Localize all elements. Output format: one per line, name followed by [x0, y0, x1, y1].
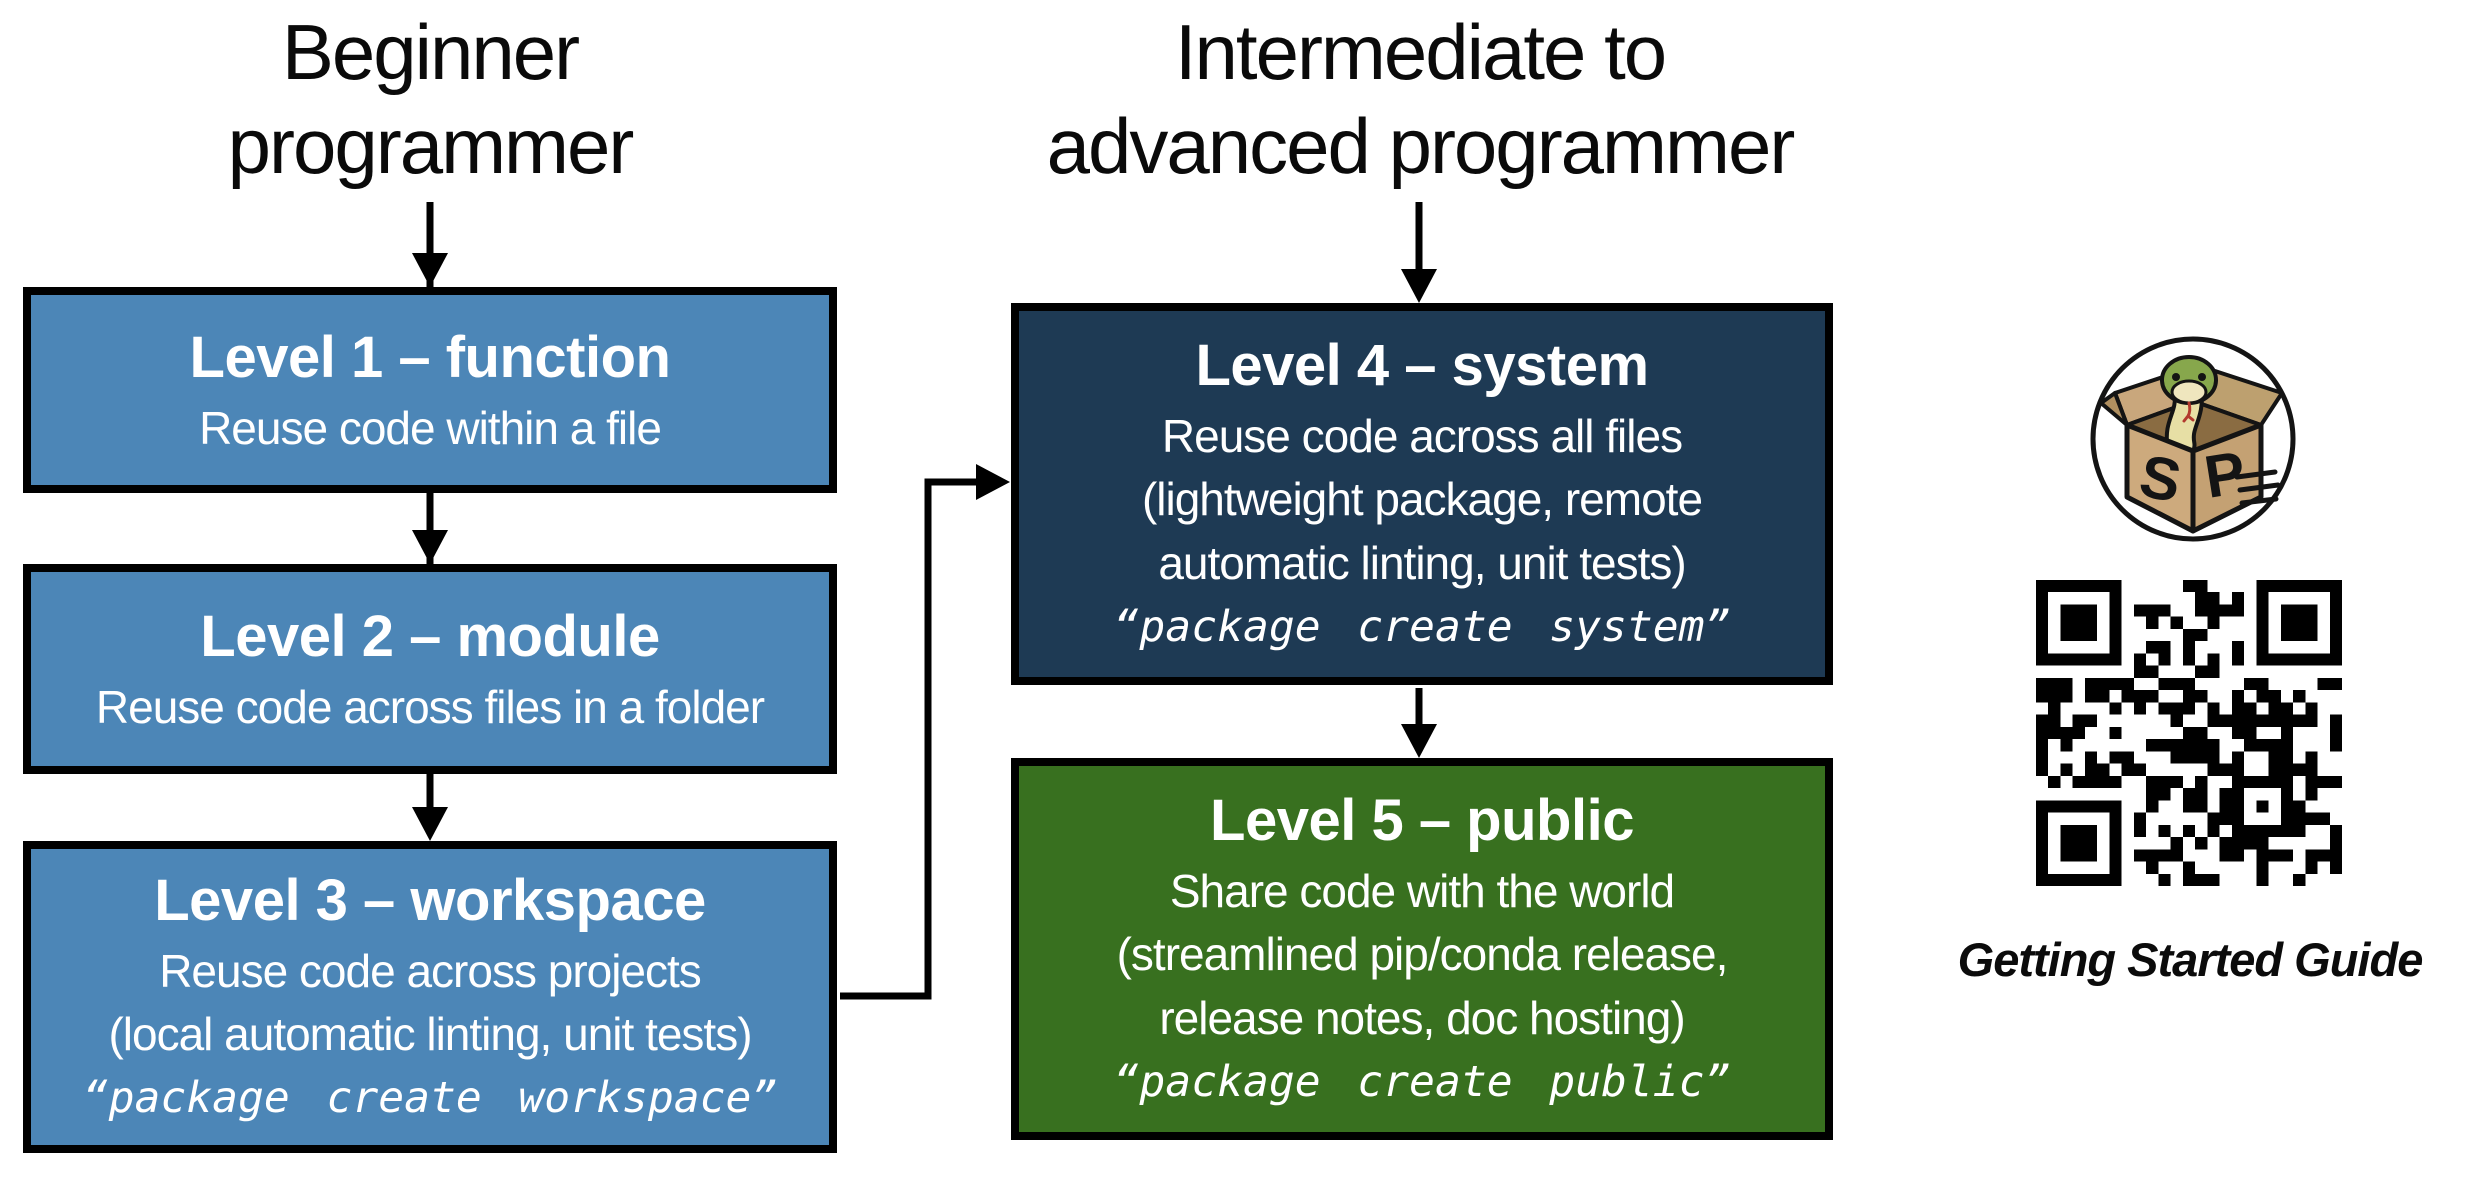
heading-beginner: Beginner programmer [80, 6, 780, 193]
qr-code [2036, 580, 2342, 886]
arrowhead-level5-top [1401, 724, 1437, 758]
level-3-desc1: Reuse code across projects [159, 944, 702, 997]
level-4-desc3: automatic linting, unit tests) [1158, 536, 1686, 589]
snake-in-package-box-logo-icon: S P [2090, 336, 2296, 542]
level-5-box: Level 5 – public Share code with the wor… [1011, 758, 1833, 1140]
heading-intermediate-line2: advanced programmer [1046, 101, 1796, 190]
elbow-connector-level3-to-level4 [840, 478, 976, 1000]
level-4-box: Level 4 – system Reuse code across all f… [1011, 303, 1833, 685]
arrowhead-level4-top [1401, 269, 1437, 303]
level-2-desc: Reuse code across files in a folder [95, 680, 765, 733]
snake-icon [2160, 355, 2218, 461]
heading-beginner-line1: Beginner [281, 8, 580, 96]
level-4-title: Level 4 – system [1195, 333, 1649, 399]
level-5-command: “package create public” [1113, 1057, 1731, 1108]
level-3-desc2: (local automatic linting, unit tests) [108, 1008, 752, 1061]
level-2-title: Level 2 – module [200, 603, 660, 669]
arrowhead-level4-left [976, 464, 1010, 500]
level-3-title: Level 3 – workspace [154, 868, 706, 933]
level-4-desc2: (lightweight package, remote [1141, 473, 1703, 526]
level-5-desc1: Share code with the world [1169, 864, 1675, 917]
level-2-box: Level 2 – module Reuse code across files… [23, 564, 837, 774]
level-1-desc: Reuse code within a file [199, 401, 662, 454]
level-4-desc1: Reuse code across all files [1161, 409, 1683, 462]
level-5-title: Level 5 – public [1210, 788, 1634, 854]
arrowhead-level3 [412, 807, 448, 841]
level-3-command: “package create workspace” [82, 1073, 778, 1124]
level-4-command: “package create system” [1113, 602, 1731, 653]
level-5-desc2: (streamlined pip/conda release, [1116, 928, 1729, 981]
arrowhead-level2 [412, 530, 448, 564]
getting-started-caption: Getting Started Guide [1957, 933, 2424, 986]
level-3-box: Level 3 – workspace Reuse code across pr… [23, 841, 837, 1153]
level-5-desc3: release notes, doc hosting) [1159, 991, 1685, 1044]
box-flap-spike-icon [2099, 391, 2129, 427]
level-1-title: Level 1 – function [189, 324, 671, 390]
arrowhead-level1 [412, 253, 448, 287]
heading-intermediate: Intermediate to advanced programmer [1020, 6, 1820, 193]
heading-intermediate-line1: Intermediate to [1174, 8, 1667, 96]
level-1-box: Level 1 – function Reuse code within a f… [23, 287, 837, 493]
speed-lines-icon [2234, 469, 2281, 506]
heading-beginner-line2: programmer [227, 101, 635, 190]
